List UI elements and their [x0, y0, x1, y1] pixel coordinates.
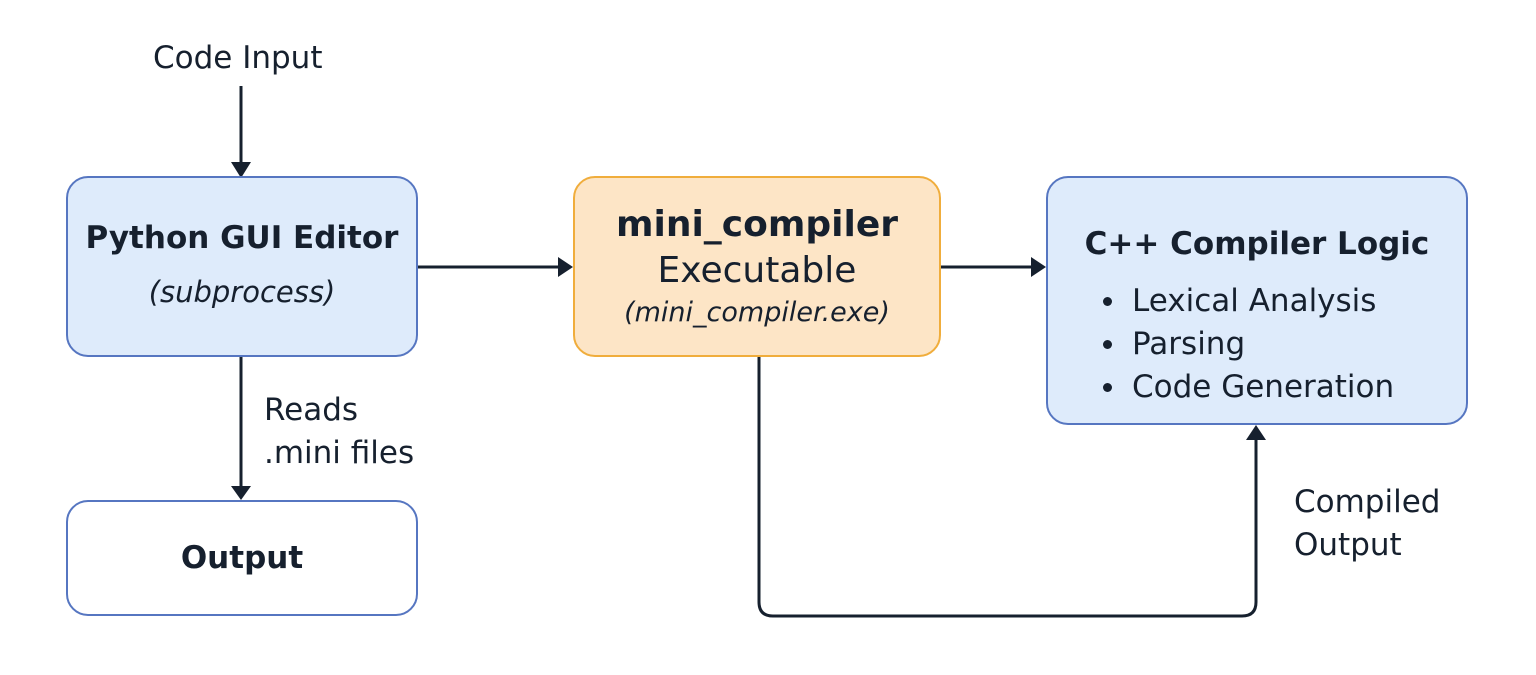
- logic-step-label: Code Generation: [1132, 369, 1395, 405]
- compiler-detail: (mini_compiler.exe): [624, 296, 890, 328]
- logic-title: C++ Compiler Logic: [1084, 226, 1430, 262]
- bullet-icon: [1103, 297, 1112, 306]
- output-node: Output: [66, 500, 418, 616]
- compiler-subtitle: Executable: [657, 249, 857, 291]
- python-gui-editor-node: Python GUI Editor (subprocess): [66, 176, 418, 357]
- logic-step-item: Parsing: [1103, 323, 1394, 366]
- logic-steps-list: Lexical Analysis Parsing Code Generation: [1103, 280, 1394, 409]
- bullet-icon: [1103, 340, 1112, 349]
- bullet-icon: [1103, 383, 1112, 392]
- logic-step-item: Code Generation: [1103, 366, 1394, 409]
- output-title: Output: [180, 540, 304, 576]
- arrowhead-editor-top: [231, 162, 251, 178]
- arrowhead-logic-left: [1031, 257, 1046, 277]
- reads-mini-files-label: Reads .mini files: [264, 392, 415, 471]
- code-input-label: Code Input: [153, 40, 323, 76]
- editor-title: Python GUI Editor: [85, 219, 399, 256]
- editor-subtitle: (subprocess): [148, 274, 336, 309]
- compiled-output-label: Compiled Output: [1294, 484, 1441, 563]
- compiler-title: mini_compiler: [615, 203, 899, 245]
- mini-compiler-node: mini_compiler Executable (mini_compiler.…: [573, 176, 941, 357]
- logic-step-label: Lexical Analysis: [1132, 283, 1377, 319]
- arrowhead-compiler-left: [558, 257, 573, 277]
- arrowhead-output-top: [231, 486, 251, 500]
- logic-step-item: Lexical Analysis: [1103, 280, 1394, 323]
- cpp-compiler-logic-node: C++ Compiler Logic Lexical Analysis Pars…: [1046, 176, 1468, 425]
- arrow-compiled-output-loop: [757, 357, 1258, 618]
- arrowhead-logic-bottom: [1246, 425, 1266, 440]
- logic-step-label: Parsing: [1132, 326, 1246, 362]
